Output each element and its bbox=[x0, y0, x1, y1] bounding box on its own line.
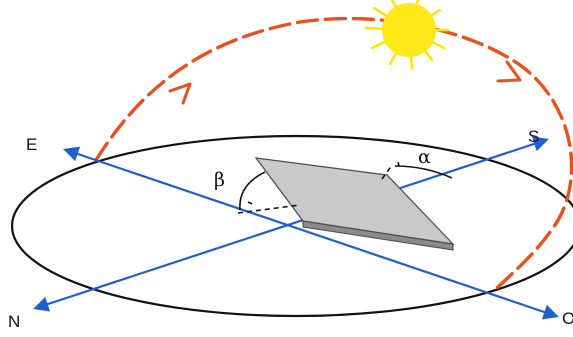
sun-path-arrow-left bbox=[168, 82, 192, 105]
sun-path-arrow-right bbox=[496, 60, 522, 83]
sun-path-arc bbox=[94, 16, 573, 290]
axis-north-south bbox=[33, 136, 549, 312]
alpha-angle-label: α bbox=[418, 146, 431, 168]
beta-angle-label: β bbox=[214, 169, 225, 191]
solar-panel-icon bbox=[254, 157, 455, 251]
beta-angle-marker bbox=[237, 171, 301, 214]
alpha-angle-marker bbox=[381, 161, 453, 180]
label-south: S bbox=[528, 127, 539, 146]
label-north: N bbox=[8, 312, 20, 331]
sun-icon bbox=[364, 0, 450, 71]
label-west: O bbox=[562, 309, 573, 328]
label-east: E bbox=[26, 135, 37, 154]
